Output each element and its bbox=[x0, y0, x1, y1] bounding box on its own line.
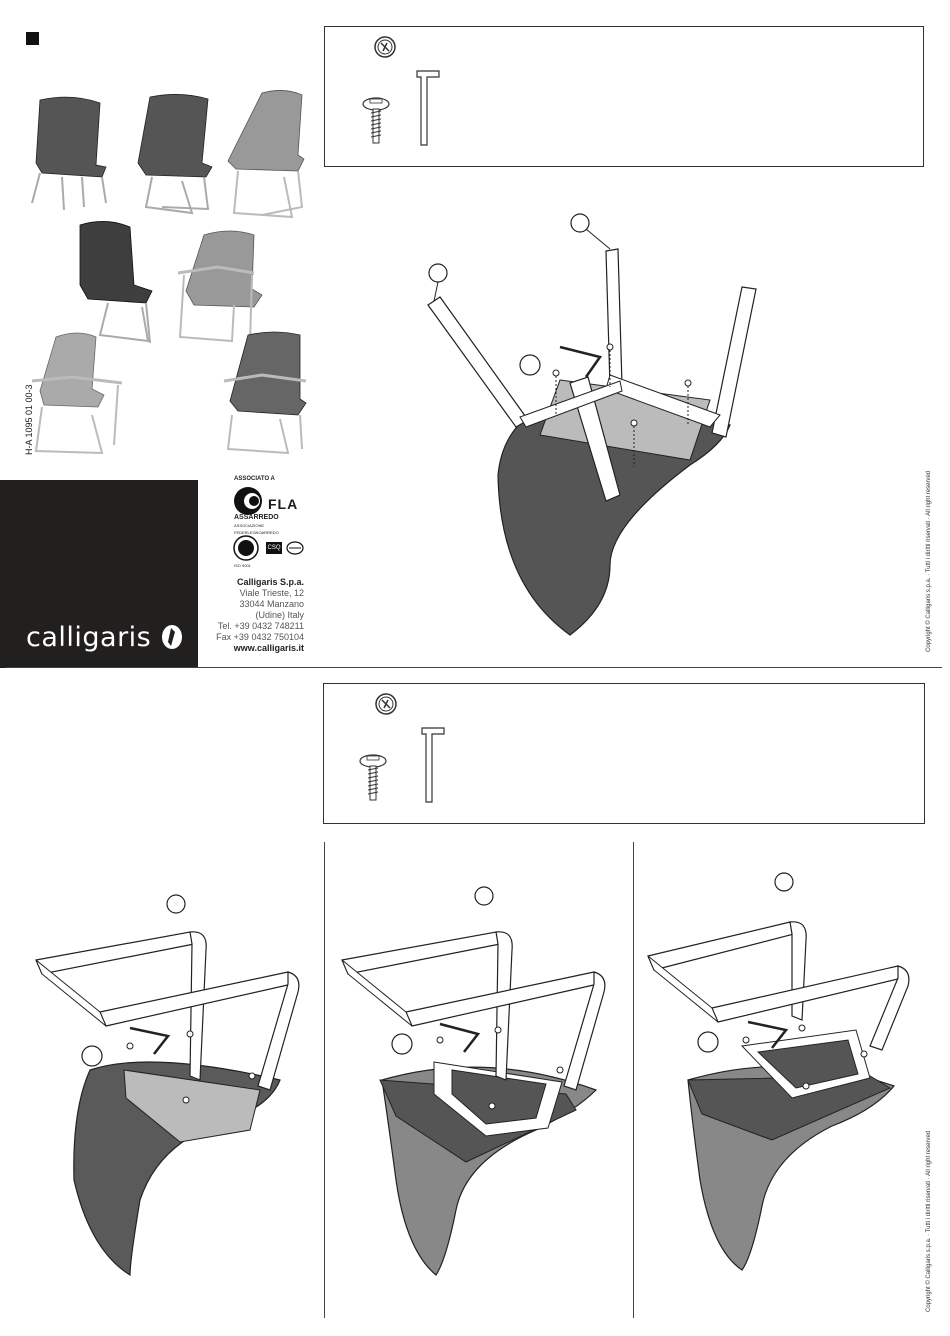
address-street: Viale Trieste, 12 bbox=[239, 588, 304, 598]
copyright-top: Copyright © Calligaris s.p.a. · Tutti i … bbox=[926, 470, 932, 652]
association-name: ASSARREDO bbox=[234, 514, 279, 521]
allen-key-icon bbox=[421, 727, 445, 803]
screw-icon bbox=[362, 97, 390, 144]
chair-thumbnail-5 bbox=[177, 230, 263, 344]
iso-certification-icon bbox=[233, 535, 259, 561]
fla-logo-icon bbox=[234, 487, 262, 515]
chair-thumbnail-6 bbox=[31, 332, 123, 455]
website-link[interactable]: www.calligaris.it bbox=[233, 643, 304, 653]
chair-thumbnail-4 bbox=[79, 221, 153, 344]
association-subtitle: ASSOCIAZIONE FEDERLEGNOARREDO bbox=[234, 523, 279, 535]
company-address: Calligaris S.p.a. Viale Trieste, 12 3304… bbox=[200, 577, 304, 654]
allen-key-badge-icon bbox=[374, 36, 396, 58]
chair-thumbnail-7 bbox=[223, 331, 307, 455]
allen-key-badge-icon bbox=[375, 693, 397, 715]
panel-separator-2 bbox=[633, 842, 634, 1318]
company-name: Calligaris S.p.a. bbox=[236, 577, 304, 587]
assembly-diagram-variant-b bbox=[341, 886, 606, 1276]
parts-box-bottom bbox=[323, 683, 925, 824]
brand-emblem-icon bbox=[162, 625, 182, 649]
csq-badge: CSQ bbox=[266, 542, 282, 554]
association-header: ASSOCIATO A bbox=[234, 476, 275, 482]
address-city: 33044 Manzano bbox=[239, 599, 304, 609]
assembly-diagram-variant-c bbox=[647, 872, 910, 1271]
chair-thumbnail-1 bbox=[31, 96, 107, 211]
association-acronym: FLA bbox=[268, 496, 299, 512]
chair-thumbnail-3 bbox=[227, 90, 305, 219]
iqnet-icon bbox=[286, 541, 304, 555]
allen-key-icon bbox=[416, 70, 440, 146]
copyright-bottom: Copyright © Calligaris s.p.a. · Tutti i … bbox=[926, 1130, 932, 1312]
chair-catalog-images bbox=[31, 90, 307, 455]
section-divider bbox=[6, 667, 942, 668]
screw-icon bbox=[359, 754, 387, 801]
chair-thumbnail-2 bbox=[137, 94, 213, 215]
panel-separator-1 bbox=[324, 842, 325, 1318]
csq-label: CSQ bbox=[267, 545, 281, 551]
address-country: (Udine) Italy bbox=[255, 610, 304, 620]
iso-label: ISO 9001 bbox=[234, 563, 251, 568]
brand-logo-text: calligaris bbox=[26, 622, 152, 653]
phone-number: Tel. +39 0432 748211 bbox=[217, 621, 304, 631]
assembly-diagram-variant-a bbox=[35, 894, 300, 1277]
association-logo: ASSOCIATO A FLA ASSARREDO ASSOCIAZIONE F… bbox=[228, 476, 308, 568]
assembly-diagram-step-1 bbox=[427, 213, 757, 636]
parts-box-top bbox=[324, 26, 924, 167]
brand-panel: calligaris bbox=[0, 480, 198, 668]
section-marker-icon bbox=[26, 32, 39, 45]
fax-number: Fax +39 0432 750104 bbox=[216, 632, 304, 642]
